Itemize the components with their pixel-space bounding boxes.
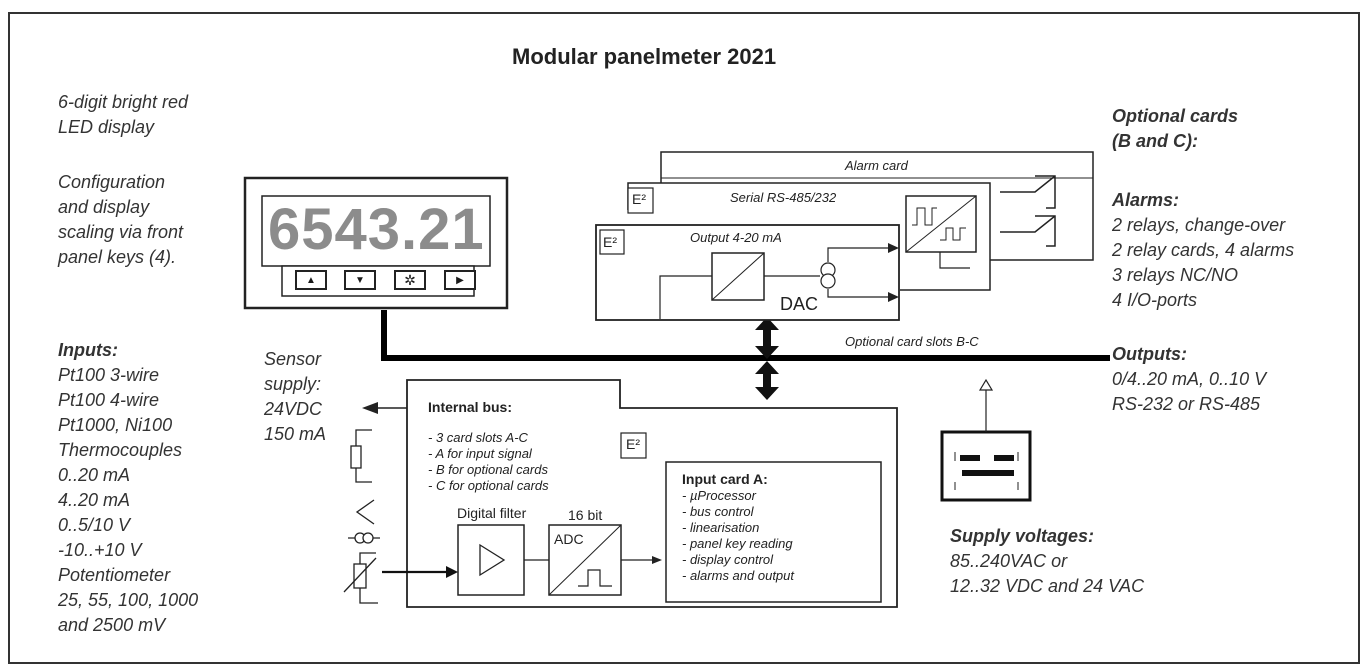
- optional-slots-label: Optional card slots B-C: [845, 334, 979, 349]
- config-key-icon[interactable]: ✲: [394, 270, 426, 290]
- dac-label: DAC: [780, 294, 819, 314]
- internal-bus-items: - 3 card slots A-C- A for input signal- …: [428, 430, 549, 493]
- optional-cards-heading: Optional cards(B and C):: [1112, 106, 1239, 151]
- optional-card-bus-line: [381, 310, 1110, 361]
- bus-double-arrow-lower: [755, 361, 779, 400]
- input-card-box: [665, 461, 882, 603]
- diagram-frame: [8, 12, 1360, 664]
- input-symbols: [343, 429, 380, 604]
- led-display-value: 6543.21: [268, 197, 485, 262]
- adc-label: ADC: [554, 531, 584, 547]
- eeprom-label-serial: E²: [632, 191, 646, 207]
- digital-filter-label: Digital filter: [457, 505, 527, 521]
- display-window: [261, 195, 491, 267]
- digital-filter-block: [457, 524, 525, 596]
- arrow-down-icon[interactable]: ▼: [344, 270, 376, 290]
- arrow-up-icon[interactable]: ▲: [295, 270, 327, 290]
- internal-bus-heading: Internal bus:: [428, 399, 513, 415]
- alarm-card-label: Alarm card: [845, 158, 908, 173]
- eeprom-chip-output: [599, 229, 625, 255]
- alarm-card-outline: [660, 151, 1094, 261]
- serial-card-label: Serial RS-485/232: [730, 190, 837, 205]
- relay-contacts: [1000, 175, 1056, 247]
- bits-label: 16 bit: [568, 507, 603, 523]
- eeprom-chip-serial: [627, 187, 654, 214]
- page-title: Modular panelmeter 2021: [512, 44, 777, 69]
- eeprom-label-output: E²: [603, 234, 617, 250]
- eeprom-label-input: E²: [626, 436, 640, 452]
- output-card-label: Output 4-20 mA: [690, 230, 782, 245]
- input-card-content: Input card A: - µProcessor- bus control-…: [682, 471, 795, 583]
- arrow-right-icon[interactable]: ▶: [444, 270, 476, 290]
- bus-double-arrow-upper: [755, 317, 779, 359]
- eeprom-chip-input: [620, 432, 647, 459]
